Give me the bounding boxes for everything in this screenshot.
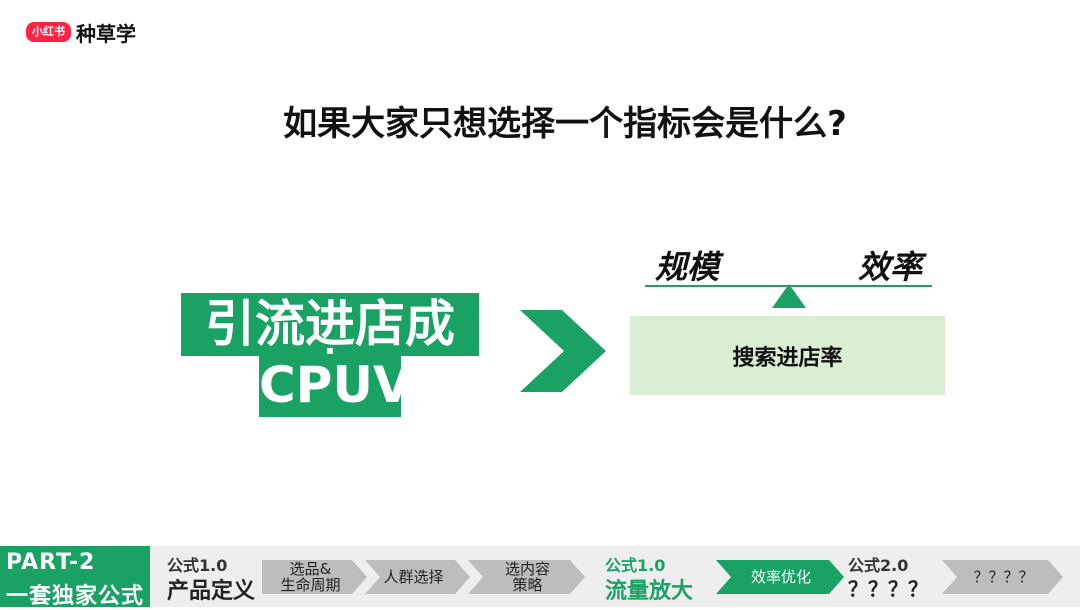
step-unknown[interactable]: ？？？？ [942, 560, 1063, 594]
section-navbar: PART-2 一套独家公式 公式1.0 产品定义 选品& 生命周期 人群选择 选… [0, 546, 1080, 609]
step-arrow-shape [468, 560, 585, 594]
metric-abbr-label: CPUV [259, 354, 412, 417]
formula1-group: 公式1.0 产品定义 [167, 546, 262, 607]
formula2-group: 公式1.0 流量放大 [605, 546, 715, 607]
brand-header: 小红书 种草学 [26, 20, 136, 46]
part-block: PART-2 一套独家公式 [0, 546, 150, 609]
brand-logo: 小红书 [26, 22, 71, 42]
formula3-version: 公式2.0 [848, 556, 909, 575]
step-arrow-shape [942, 560, 1063, 594]
step-label: 选品& 生命周期 [280, 560, 341, 594]
part-title: 一套独家公式 [6, 584, 145, 609]
formula2-version: 公式1.0 [605, 556, 666, 575]
brand-name: 种草学 [76, 21, 136, 46]
formula2-name: 流量放大 [605, 579, 694, 604]
step-label: 效率优化 [750, 568, 811, 586]
formula3-name: ？？？？ [848, 577, 928, 601]
result-label: 搜索进店率 [732, 345, 843, 371]
fulcrum-triangle-icon [772, 284, 806, 308]
balance-left-label: 规模 [655, 248, 720, 286]
chevron-right-icon [520, 310, 606, 392]
result-box: 搜索进店率 [630, 316, 945, 395]
balance-right-label: 效率 [858, 248, 923, 286]
formula1-version: 公式1.0 [167, 556, 228, 575]
step-product-lifecycle[interactable]: 选品& 生命周期 [262, 560, 367, 594]
step-efficiency-optimization[interactable]: 效率优化 [716, 560, 844, 594]
step-label: ？？？？ [973, 568, 1034, 586]
formula1-name: 产品定义 [167, 579, 256, 604]
part-label: PART-2 [6, 550, 96, 575]
step-arrow-shape [262, 560, 367, 594]
step-label: 人群选择 [383, 568, 444, 586]
step-arrow-shape [716, 560, 844, 594]
metric-name-label: 引流进店成本 [181, 293, 479, 399]
step-content-strategy[interactable]: 选内容 策略 [468, 560, 585, 594]
step-label: 选内容 策略 [504, 560, 550, 594]
step-arrow-shape [365, 560, 470, 594]
slide-title: 如果大家只想选择一个指标会是什么? [283, 104, 847, 144]
formula3-group: 公式2.0 ？？？？ [848, 546, 940, 607]
step-audience-selection[interactable]: 人群选择 [365, 560, 470, 594]
